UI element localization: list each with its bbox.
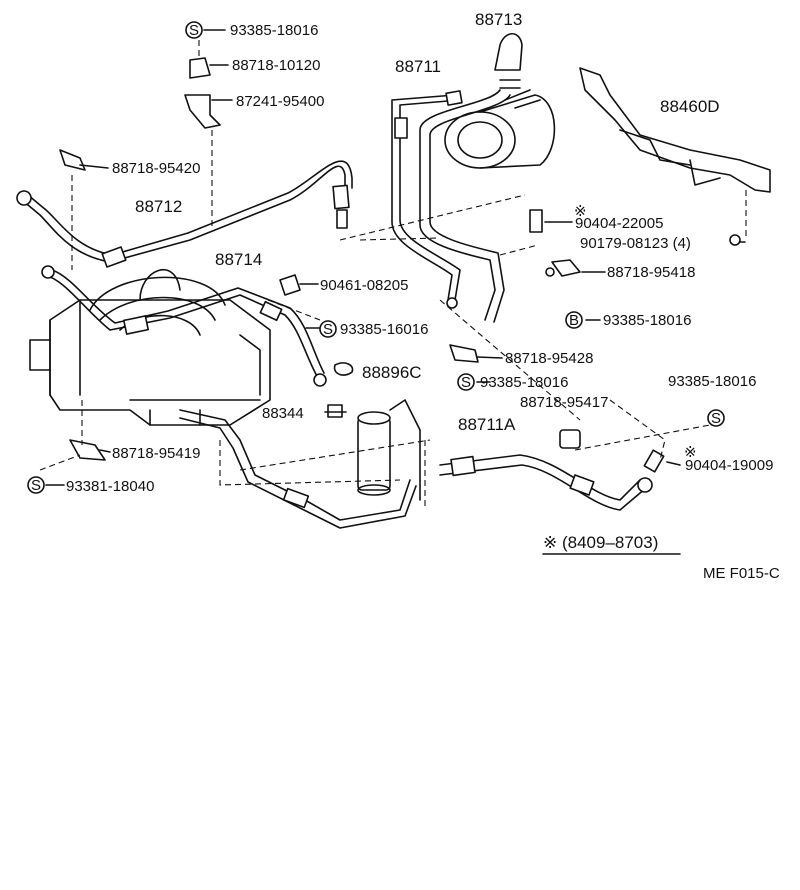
part-93385-18016-right: 93385-18016 [668, 373, 756, 390]
part-87241-95400: 87241-95400 [236, 93, 324, 110]
date-range-note: ※ (8409–8703) [543, 533, 658, 552]
part-88718-95418: 88718-95418 [607, 264, 695, 281]
part-93385-18016-b: 93385-18016 [603, 312, 691, 329]
note-mark-90404-19009: ※ [684, 444, 697, 461]
part-88896c: 88896C [362, 363, 422, 382]
compressor [444, 32, 556, 169]
condenser-assembly [29, 269, 271, 426]
part-88460d: 88460D [660, 97, 720, 116]
part-88718-95419: 88718-95419 [112, 445, 200, 462]
part-88718-95420: 88718-95420 [112, 160, 200, 177]
mark-s-1: S [185, 21, 203, 39]
part-93385-18016-mid: 93385-18016 [480, 374, 568, 391]
svg-text:S: S [31, 477, 41, 494]
mark-s-4: S [457, 373, 475, 391]
mark-s-3: S [27, 476, 45, 494]
mark-s-2: S [319, 320, 337, 338]
svg-text:S: S [461, 374, 471, 391]
note-mark-90404-22005: ※ [574, 203, 587, 220]
bracket-88460d [579, 67, 771, 246]
part-88714: 88714 [215, 250, 262, 269]
hose-88712 [16, 160, 353, 268]
svg-text:B: B [569, 312, 579, 329]
receiver-dryer [357, 399, 421, 501]
part-90404-22005: 90404-22005 [575, 215, 663, 232]
part-88718-95417: 88718-95417 [520, 394, 608, 411]
part-88711: 88711 [395, 57, 441, 76]
svg-text:S: S [711, 410, 721, 427]
part-88713: 88713 [475, 10, 522, 29]
part-88712: 88712 [135, 197, 182, 216]
diagram-code: ME F015-C [703, 565, 780, 582]
liquid-pipe [179, 409, 417, 529]
leader-lines [45, 29, 746, 486]
part-93381-18040: 93381-18040 [66, 478, 154, 495]
dashed-relations [39, 40, 747, 510]
part-90461-08205: 90461-08205 [320, 277, 408, 294]
part-93385-16016: 93385-16016 [340, 321, 428, 338]
part-90179-08123: 90179-08123 (4) [580, 235, 691, 252]
svg-text:S: S [189, 22, 199, 39]
part-88344: 88344 [262, 405, 304, 422]
hose-88714 [41, 265, 327, 387]
part-88711a: 88711A [458, 415, 516, 434]
part-93385-18016-top: 93385-18016 [230, 22, 318, 39]
part-88718-10120: 88718-10120 [232, 57, 320, 74]
part-88718-95428: 88718-95428 [505, 350, 593, 367]
mark-b-1: B [565, 311, 583, 329]
hose-88711a [439, 454, 653, 511]
mark-s-5: S [707, 409, 725, 427]
part-90404-19009: 90404-19009 [685, 457, 773, 474]
svg-text:S: S [323, 321, 333, 338]
hose-88711 [391, 89, 511, 323]
